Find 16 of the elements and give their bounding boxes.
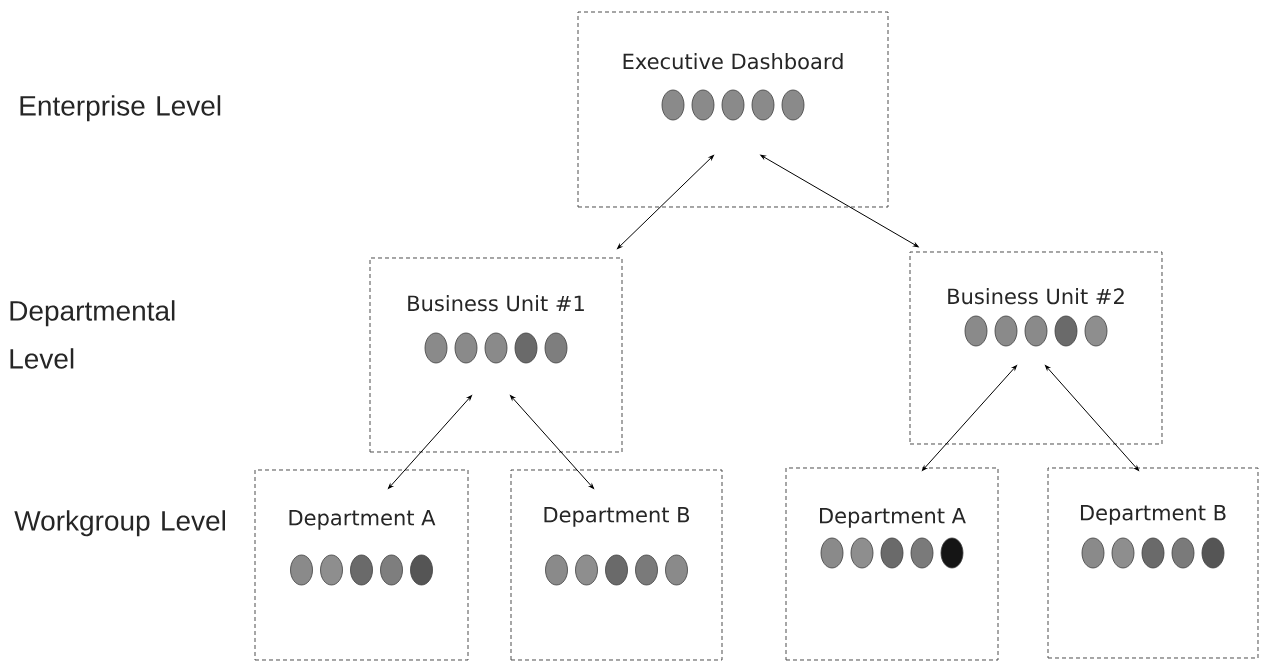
dashed-box: Department A <box>254 469 469 661</box>
arrow <box>922 365 1017 471</box>
arrow <box>617 155 714 249</box>
dashed-box: Business Unit #2 <box>909 251 1163 445</box>
dashed-box: Executive Dashboard <box>577 11 889 208</box>
dashed-box: Department B <box>1047 467 1259 659</box>
level-label: Enterprise Level <box>20 95 221 122</box>
arrow <box>1045 365 1139 471</box>
arrow <box>388 395 472 489</box>
level-label: Departmental Level <box>10 300 175 369</box>
level-label: Workgroup Level <box>14 510 225 537</box>
dashed-box: Business Unit #1 <box>369 257 623 453</box>
dashed-box: Department B <box>510 469 723 661</box>
arrow <box>510 395 594 489</box>
dashed-box: Department A <box>785 467 999 661</box>
arrow <box>760 154 919 248</box>
